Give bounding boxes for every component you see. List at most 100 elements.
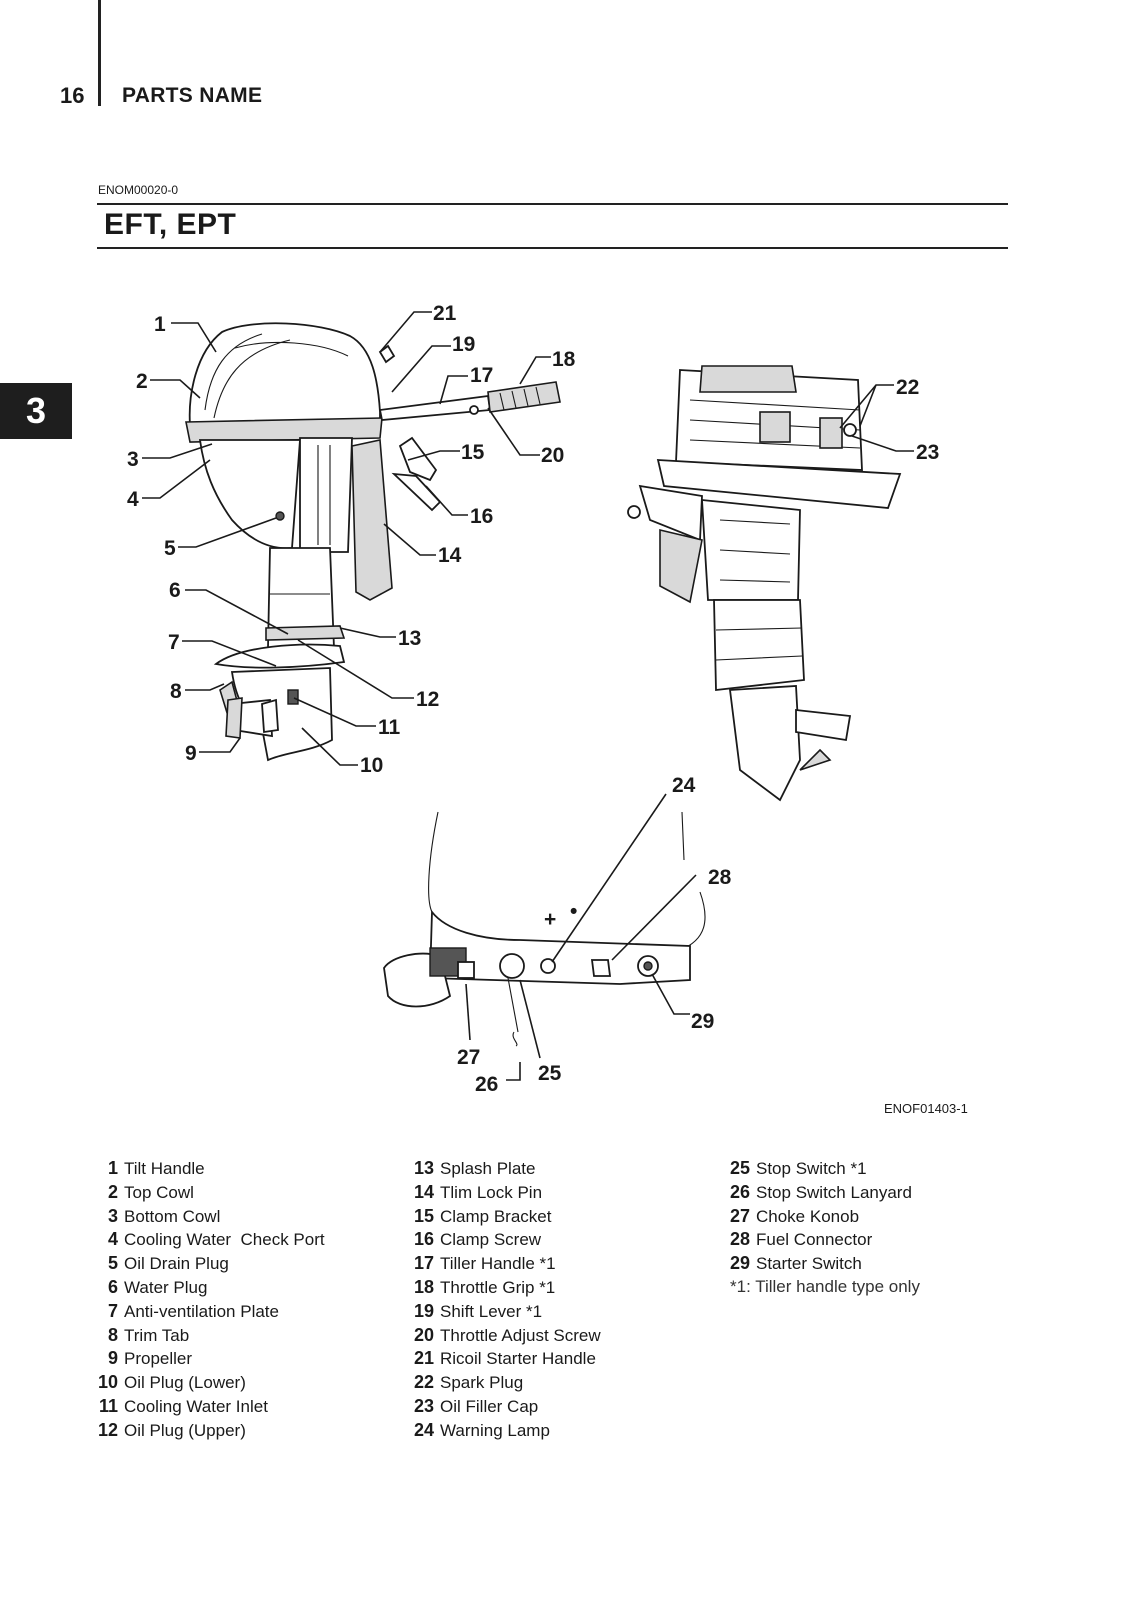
outboard-side-view <box>185 322 561 762</box>
part-name: Bottom Cowl <box>124 1206 221 1226</box>
part-number: 28 <box>729 1229 750 1250</box>
list-item: 15 Clamp Bracket <box>408 1206 601 1230</box>
callout-9: 9 <box>185 742 197 765</box>
callout-12: 12 <box>416 688 439 711</box>
part-number: 11 <box>98 1395 118 1416</box>
part-name: Throttle Adjust Screw <box>440 1325 601 1345</box>
page-heading: EFT, EPT <box>104 208 237 241</box>
part-number: 27 <box>729 1205 750 1226</box>
list-item: 29 Starter Switch <box>724 1253 920 1277</box>
part-number: 9 <box>107 1348 118 1369</box>
part-name: Oil Filler Cap <box>440 1396 539 1416</box>
list-item: 24 Warning Lamp <box>408 1420 601 1444</box>
list-item: 19 Shift Lever *1 <box>408 1301 601 1325</box>
callout-5: 5 <box>164 537 176 560</box>
part-name: Stop Switch Lanyard <box>756 1182 912 1202</box>
callout-labels: 1 2 3 4 5 6 7 8 9 10 11 12 13 14 15 16 1… <box>127 302 939 1096</box>
callout-4: 4 <box>127 488 139 511</box>
callout-26: 26 <box>475 1073 498 1096</box>
part-name: Tilt Handle <box>124 1159 205 1178</box>
part-number: 21 <box>413 1348 434 1369</box>
part-number: 10 <box>97 1372 118 1393</box>
callout-18: 18 <box>552 348 576 371</box>
callout-25: 25 <box>538 1062 562 1085</box>
page-number: 16 <box>60 83 85 108</box>
part-number: 16 <box>413 1229 434 1250</box>
callout-16: 16 <box>470 505 493 528</box>
part-number: 15 <box>413 1205 434 1226</box>
part-number: 19 <box>413 1300 434 1321</box>
callout-2: 2 <box>136 370 148 393</box>
header-vertical-rule <box>98 0 101 106</box>
list-item: 2 Top Cowl <box>92 1182 325 1206</box>
part-name: Throttle Grip *1 <box>440 1277 556 1297</box>
part-name: Cooling Water Check Port <box>124 1230 325 1250</box>
callout-3: 3 <box>127 448 139 471</box>
part-name: Ricoil Starter Handle <box>440 1349 596 1369</box>
list-item: 4 Cooling Water Check Port <box>92 1229 325 1253</box>
part-name: Splash Plate <box>440 1159 536 1178</box>
part-number: 29 <box>729 1253 750 1274</box>
part-number: 2 <box>107 1181 118 1202</box>
part-name: Stop Switch *1 <box>756 1159 867 1178</box>
control-panel-detail: + • <box>383 811 706 1047</box>
part-number: 12 <box>97 1419 118 1440</box>
callout-8: 8 <box>170 680 182 703</box>
part-name: Fuel Connector <box>756 1230 873 1250</box>
callout-6: 6 <box>169 579 181 602</box>
callout-14: 14 <box>438 544 462 567</box>
heading-rule-bottom <box>97 247 1008 249</box>
chapter-tab[interactable]: 3 <box>0 383 72 439</box>
part-number: 25 <box>729 1158 750 1178</box>
callout-13: 13 <box>398 627 421 650</box>
callout-11: 11 <box>378 716 401 739</box>
callout-24: 24 <box>672 774 696 797</box>
section-title: PARTS NAME <box>122 84 263 107</box>
list-item: 21 Ricoil Starter Handle <box>408 1348 601 1372</box>
part-name: Tlim Lock Pin <box>440 1182 543 1202</box>
callout-10: 10 <box>360 754 383 777</box>
callout-15: 15 <box>461 441 485 464</box>
callout-20: 20 <box>541 444 564 467</box>
part-number: 6 <box>107 1276 118 1297</box>
list-item: 3 Bottom Cowl <box>92 1206 325 1230</box>
part-number: 4 <box>107 1229 118 1250</box>
part-number: 22 <box>413 1372 434 1393</box>
callout-29: 29 <box>691 1010 714 1033</box>
part-name: Clamp Bracket <box>440 1206 552 1226</box>
svg-text:•: • <box>570 900 577 923</box>
part-number: 8 <box>107 1324 118 1345</box>
part-name: Cooling Water Inlet <box>124 1396 268 1416</box>
part-number: 3 <box>107 1205 118 1226</box>
part-name: Warning Lamp <box>440 1420 550 1440</box>
part-name: Starter Switch <box>756 1254 862 1274</box>
heading-rule-top <box>97 203 1008 205</box>
part-number: 24 <box>413 1419 434 1440</box>
callout-22: 22 <box>896 376 919 399</box>
list-item: 11 Cooling Water Inlet <box>92 1396 325 1420</box>
callout-7: 7 <box>168 631 180 654</box>
part-name: Shift Lever *1 <box>440 1301 543 1321</box>
list-item: 25 Stop Switch *1 <box>724 1158 920 1182</box>
callout-21: 21 <box>433 302 457 325</box>
callout-27: 27 <box>457 1046 480 1069</box>
part-name: Top Cowl <box>124 1182 194 1202</box>
callout-28: 28 <box>708 866 732 889</box>
